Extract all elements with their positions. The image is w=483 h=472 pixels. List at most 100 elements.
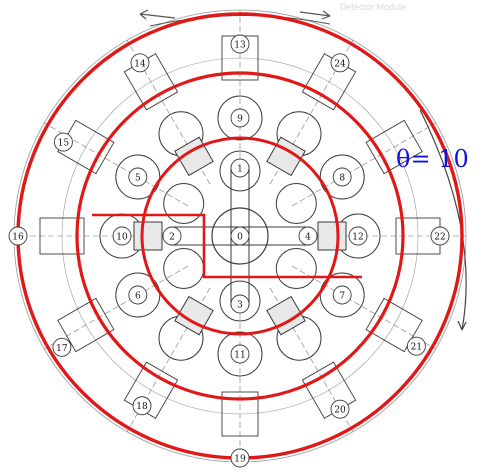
module-cylinder <box>115 272 161 318</box>
module-4: 4 <box>298 226 318 246</box>
module-11: 11 <box>230 344 250 364</box>
module-badge <box>52 337 72 357</box>
inner-module-cylinder <box>219 150 261 192</box>
module-number: 16 <box>12 233 24 243</box>
module-cylinder <box>115 154 161 200</box>
module-number: 17 <box>56 344 68 354</box>
spoke-line <box>44 265 189 350</box>
module-badge <box>130 53 150 73</box>
module-16: 16 <box>8 226 28 246</box>
module-badge <box>430 226 450 246</box>
module-2: 2 <box>162 226 182 246</box>
module-badge <box>298 226 318 246</box>
rotation-arrowhead <box>457 320 467 331</box>
red-boundary-step-line <box>92 213 362 279</box>
module-18: 18 <box>132 396 152 416</box>
module-badge <box>128 167 148 187</box>
red-ring-inner <box>140 136 340 336</box>
module-15: 15 <box>53 132 73 152</box>
module-number: 18 <box>136 402 148 412</box>
module-badge <box>8 226 28 246</box>
module-number: 0 <box>237 233 243 243</box>
module-24: 24 <box>330 53 350 73</box>
module-number: 19 <box>234 455 246 465</box>
spoke-line <box>291 265 436 350</box>
module-12: 12 <box>348 226 368 246</box>
module-number: 3 <box>237 301 243 311</box>
module-badge <box>230 34 250 54</box>
module-badge <box>128 285 148 305</box>
module-13: 13 <box>230 34 250 54</box>
top-right-arrowhead <box>321 10 331 20</box>
gear-mechanism <box>133 221 163 251</box>
module-22: 22 <box>430 226 450 246</box>
faint-watermark-text: Detector Module <box>340 2 407 12</box>
module-badge <box>53 132 73 152</box>
red-ring-middle <box>75 71 405 401</box>
module-number: 21 <box>411 343 422 353</box>
gear-mechanism <box>174 295 214 336</box>
module-number: 7 <box>339 292 345 302</box>
module-badge <box>230 344 250 364</box>
module-1: 1 <box>230 158 250 178</box>
module-number: 2 <box>169 233 175 243</box>
module-number: 6 <box>135 292 141 302</box>
top-left-arrowhead <box>139 9 149 20</box>
module-10: 10 <box>112 226 132 246</box>
module-8: 8 <box>332 167 352 187</box>
module-badge <box>330 53 350 73</box>
module-number: 22 <box>434 233 445 243</box>
module-21: 21 <box>406 336 426 356</box>
module-19: 19 <box>230 448 250 468</box>
module-badge <box>230 448 250 468</box>
module-number: 13 <box>234 41 246 51</box>
module-cylinder <box>319 154 365 200</box>
outer-housing <box>365 119 423 175</box>
module-number: 24 <box>334 59 346 69</box>
module-badge <box>230 158 250 178</box>
module-badge <box>406 336 426 356</box>
inner-module-cylinder <box>163 183 205 224</box>
module-cylinder <box>217 331 263 377</box>
module-number: 14 <box>134 59 146 69</box>
module-badge <box>332 285 352 305</box>
inner-module-cylinder <box>275 248 317 289</box>
module-badge <box>348 226 368 246</box>
module-6: 6 <box>128 285 148 305</box>
module-0: 0 <box>230 226 250 246</box>
spoke-line <box>291 122 436 207</box>
module-badge <box>330 399 350 419</box>
module-badge <box>132 396 152 416</box>
outer-housing <box>365 297 423 353</box>
outer-housing <box>39 217 85 255</box>
center-module-outline <box>211 207 269 265</box>
module-number: 1 <box>237 165 243 175</box>
module-number: 12 <box>352 233 363 243</box>
module-number: 5 <box>135 174 141 184</box>
module-number: 20 <box>334 406 346 416</box>
outer-housing <box>57 297 115 353</box>
gear-mechanism <box>174 136 214 177</box>
module-number: 11 <box>234 351 245 361</box>
module-number: 8 <box>339 174 345 184</box>
gear-mechanism <box>317 221 347 251</box>
module-20: 20 <box>330 399 350 419</box>
top-left-arrow <box>139 13 176 19</box>
theta-annotation: θ= 10 <box>396 145 469 173</box>
gear-mechanism <box>266 295 306 336</box>
module-number: 15 <box>58 139 70 149</box>
module-cylinder <box>217 95 263 141</box>
module-17: 17 <box>52 337 72 357</box>
module-badge <box>332 167 352 187</box>
module-badge <box>230 294 250 314</box>
module-9: 9 <box>230 108 250 128</box>
module-5: 5 <box>128 167 148 187</box>
module-number: 4 <box>305 233 311 243</box>
module-number: 9 <box>237 115 243 125</box>
module-7: 7 <box>332 285 352 305</box>
module-3: 3 <box>230 294 250 314</box>
inner-module-cylinder <box>275 183 317 224</box>
